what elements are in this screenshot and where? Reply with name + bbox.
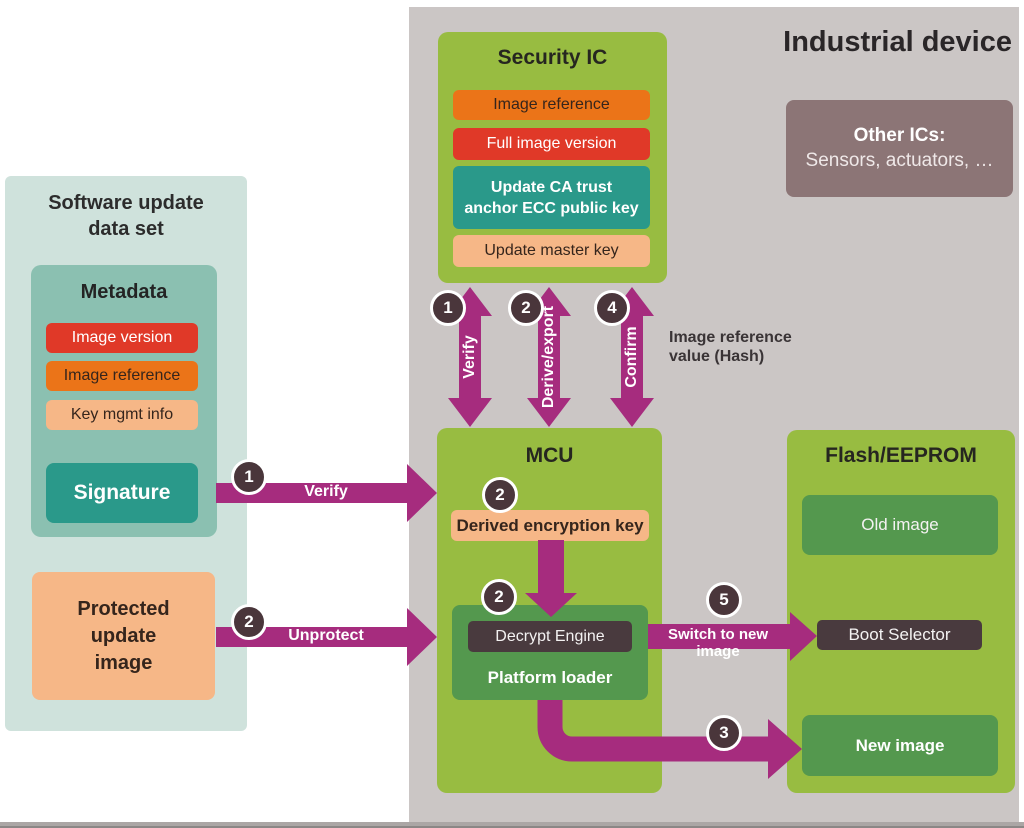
metadata-item-image-reference: Image reference <box>46 361 198 391</box>
step-badge-2-derived-key: 2 <box>482 477 518 513</box>
label-unprotect: Unprotect <box>288 627 364 644</box>
other-ics-box: Other ICs: Sensors, actuators, … <box>786 100 1013 197</box>
step-badge-1-verify: 1 <box>231 459 267 495</box>
platform-loader-label: Platform loader <box>487 668 613 687</box>
new-image-box: New image <box>802 715 998 776</box>
derived-encryption-key-box: Derived encryption key <box>451 510 649 541</box>
protected-update-image-box: Protected update image <box>32 572 215 700</box>
step-badge-3-new-image: 3 <box>706 715 742 751</box>
metadata-item-image-version: Image version <box>46 323 198 353</box>
old-image-box: Old image <box>802 495 998 555</box>
label-verify-left: Verify <box>304 483 348 500</box>
step-badge-2-decrypt: 2 <box>481 579 517 615</box>
boot-selector-box: Boot Selector <box>817 620 982 650</box>
software-update-title: Software update data set <box>48 192 204 240</box>
flash-eeprom-title: Flash/EEPROM <box>825 444 977 467</box>
bottom-border <box>0 822 1024 828</box>
decrypt-engine-box: Decrypt Engine <box>468 621 632 652</box>
other-ics-title: Other ICs: <box>853 125 946 146</box>
security-ic-item-full-image-version: Full image version <box>453 128 650 160</box>
security-ic-item-update-master-key: Update master key <box>453 235 650 267</box>
step-badge-5-switch: 5 <box>706 582 742 618</box>
hash-annotation: Image reference value (Hash) <box>669 329 792 365</box>
step-badge-2-unprotect: 2 <box>231 604 267 640</box>
step-badge-1-vertical: 1 <box>430 290 466 326</box>
security-ic-item-update-ca-trust-anchor: Update CA trust anchor ECC public key <box>453 166 650 229</box>
mcu-title: MCU <box>525 444 574 467</box>
label-switch-to-new-image: Switch to new image <box>667 626 768 660</box>
security-ic-title: Security IC <box>497 46 608 69</box>
signature-box: Signature <box>46 463 198 523</box>
platform-loader-box <box>452 605 648 700</box>
metadata-item-key-mgmt-info: Key mgmt info <box>46 400 198 430</box>
metadata-title: Metadata <box>80 281 168 303</box>
step-badge-4-vertical: 4 <box>594 290 630 326</box>
step-badge-2-vertical: 2 <box>508 290 544 326</box>
industrial-device-title: Industrial device <box>783 26 1012 58</box>
other-ics-subtitle: Sensors, actuators, … <box>805 150 994 171</box>
security-ic-item-image-reference: Image reference <box>453 90 650 120</box>
